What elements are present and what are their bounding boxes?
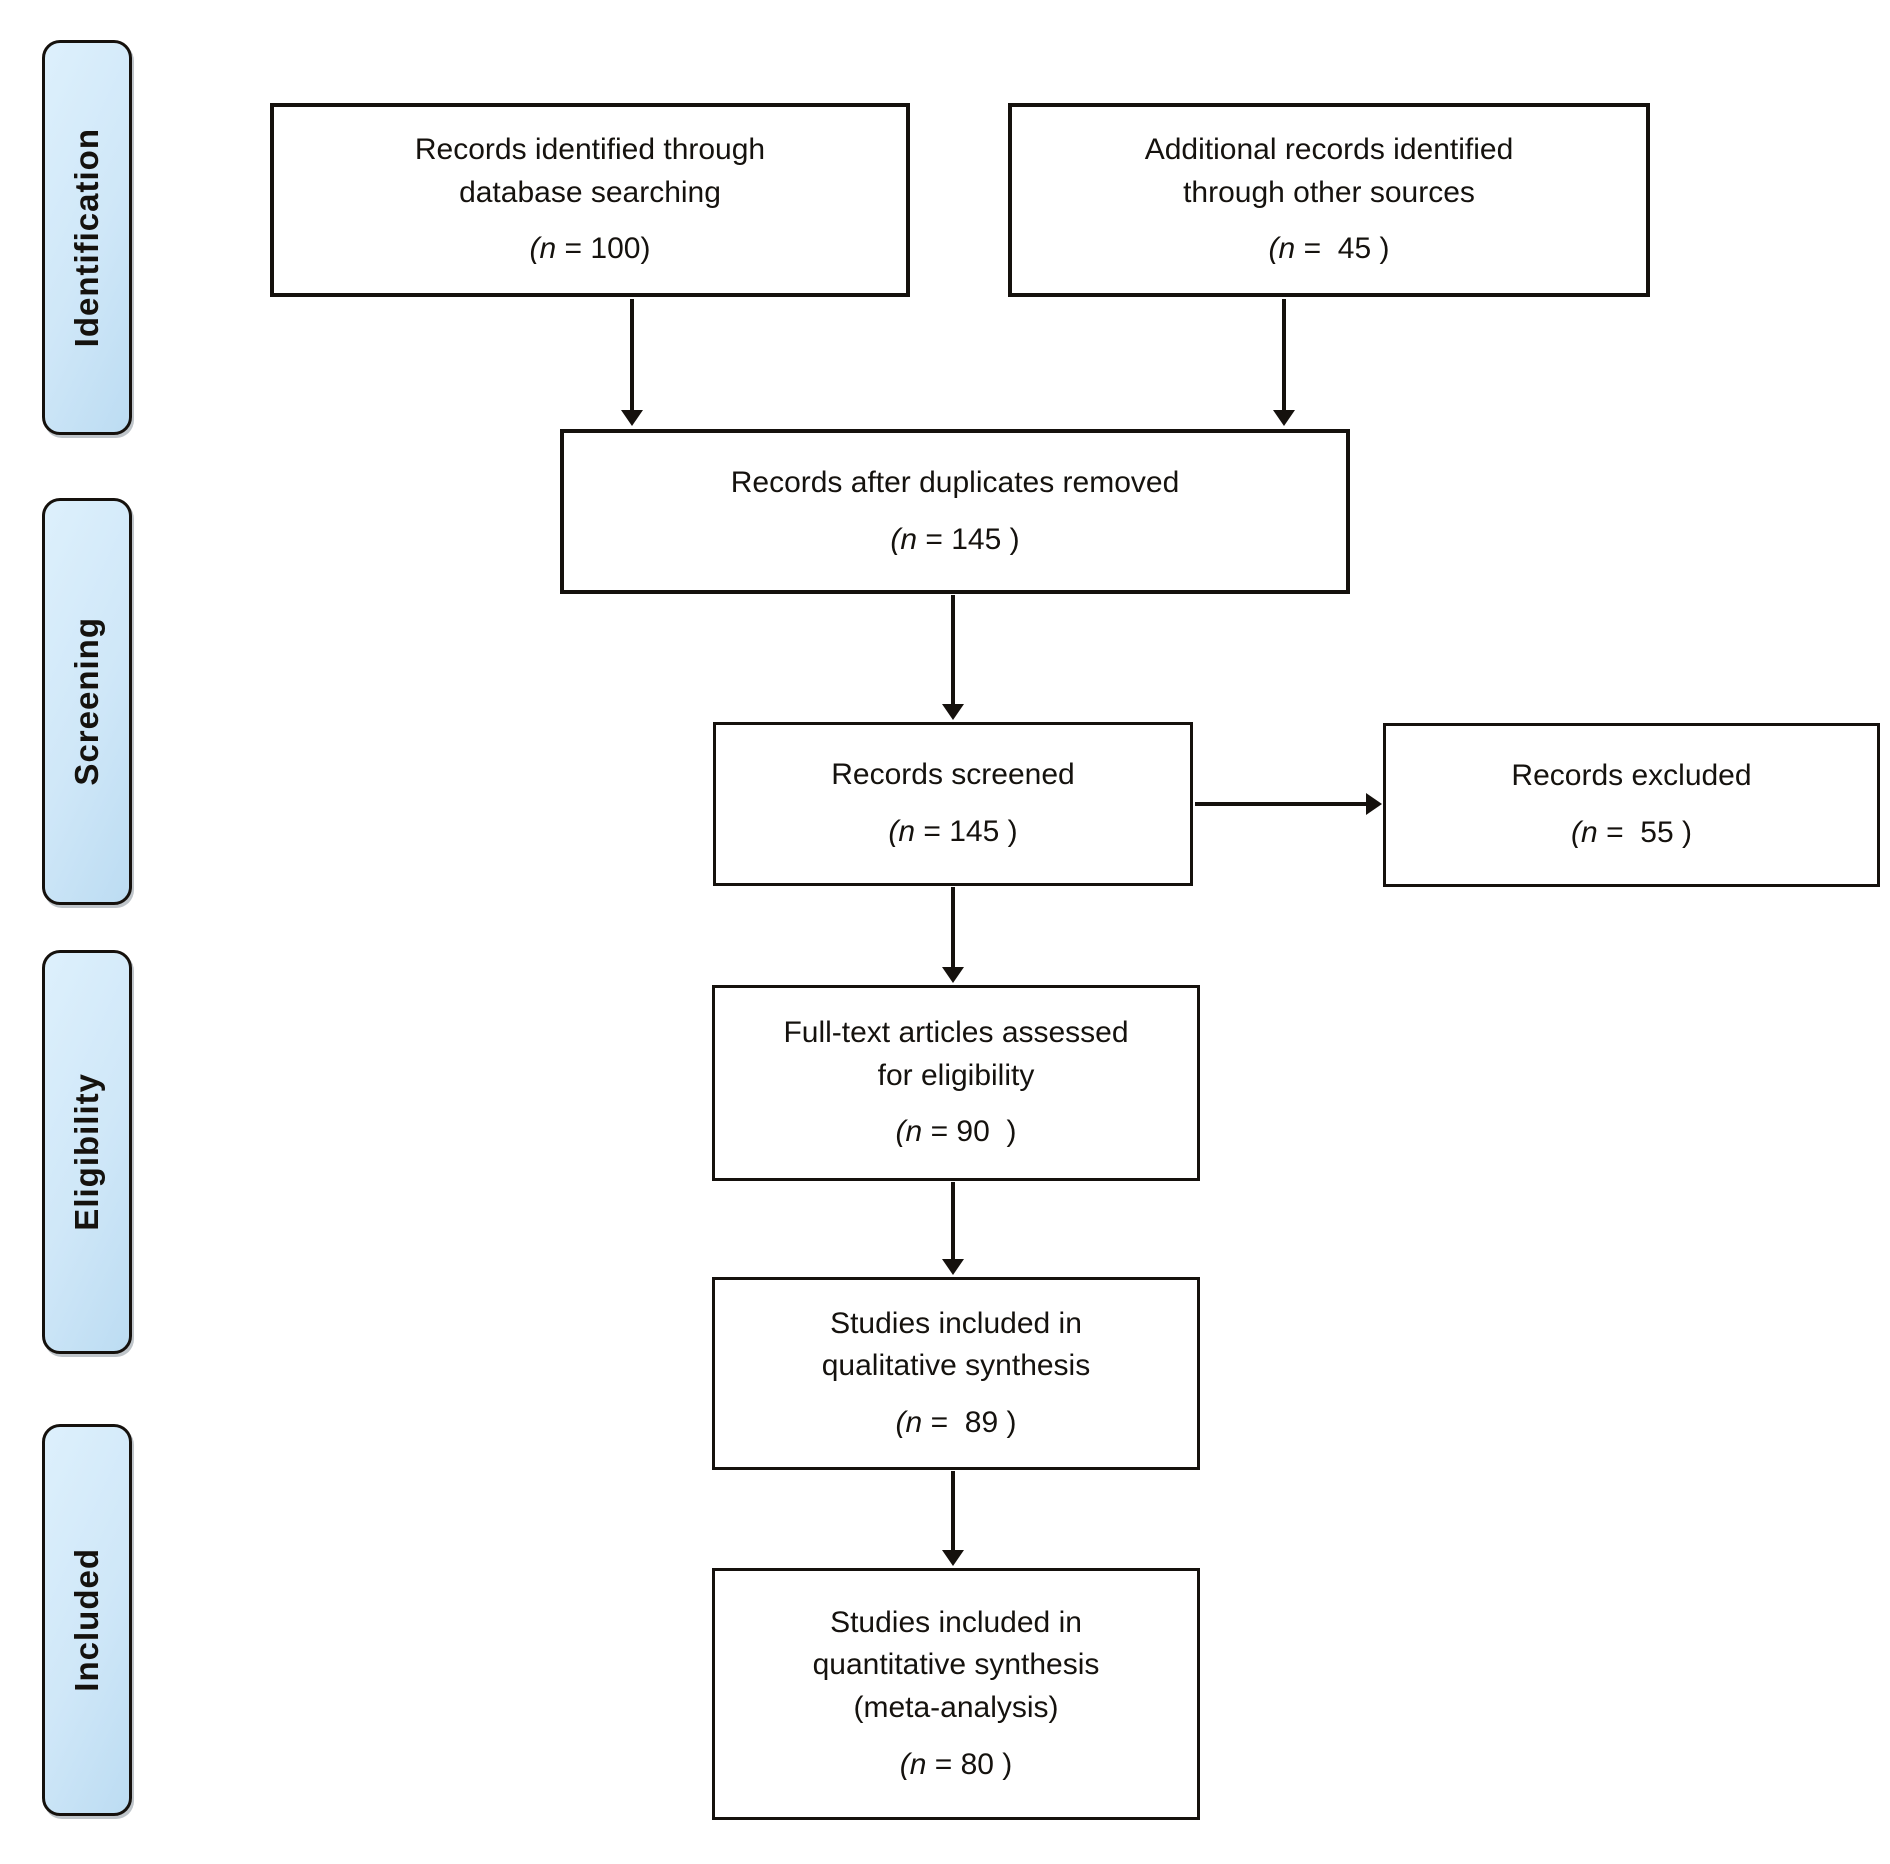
box-records-screened-text: Records screened	[831, 758, 1075, 792]
phase-label-screening: Screening	[42, 498, 132, 905]
box-fulltext-assessed-eligibility-count: (n = 90 )	[895, 1115, 1017, 1149]
box-records-screened-count: (n = 145 )	[888, 815, 1018, 848]
box-included-quantitative-synthesis-text: Studies included in quantitative synthes…	[812, 1605, 1100, 1724]
arrow-screened-to-fulltext	[951, 887, 955, 968]
phase-label-eligibility-text: Eligibility	[68, 1073, 105, 1231]
arrow-database-to-dedup	[630, 299, 634, 411]
arrow-other-sources-to-dedup	[1282, 299, 1286, 411]
box-records-excluded-text: Records excluded	[1511, 759, 1752, 793]
arrow-screened-to-excluded	[1195, 802, 1367, 806]
box-records-after-duplicates-removed-text: Records after duplicates removed	[730, 465, 1180, 499]
box-records-excluded-count: (n = 55 )	[1571, 816, 1692, 849]
box-included-quantitative-synthesis-count: (n = 80 )	[899, 1747, 1013, 1781]
box-records-excluded: Records excluded (n = 55 )	[1383, 723, 1880, 887]
box-included-quantitative-synthesis: Studies included in quantitative synthes…	[712, 1568, 1200, 1820]
phase-label-included-text: Included	[68, 1548, 105, 1692]
phase-label-eligibility: Eligibility	[42, 950, 132, 1354]
phase-label-identification: Identification	[42, 40, 132, 435]
box-records-identified-database-text: Records identified through database sear…	[414, 133, 766, 209]
phase-label-screening-text: Screening	[68, 617, 105, 786]
box-fulltext-assessed-eligibility: Full-text articles assessed for eligibil…	[712, 985, 1200, 1181]
box-records-identified-database: Records identified through database sear…	[270, 103, 910, 297]
phase-label-identification-text: Identification	[68, 127, 105, 348]
box-additional-records-other-sources-text: Additional records identified through ot…	[1144, 133, 1514, 209]
arrow-dedup-to-screened	[951, 595, 955, 705]
phase-label-included: Included	[42, 1424, 132, 1816]
box-included-qualitative-synthesis-text: Studies included in qualitative synthesi…	[821, 1306, 1091, 1383]
box-included-qualitative-synthesis-count: (n = 89 )	[895, 1405, 1017, 1439]
arrow-qualitative-to-quantitative	[951, 1471, 955, 1551]
box-included-qualitative-synthesis: Studies included in qualitative synthesi…	[712, 1277, 1200, 1470]
box-records-after-duplicates-removed: Records after duplicates removed (n = 14…	[560, 429, 1350, 594]
box-additional-records-other-sources-count: (n = 45 )	[1268, 232, 1390, 266]
box-records-screened: Records screened (n = 145 )	[713, 722, 1193, 886]
box-records-identified-database-count: (n = 100)	[529, 232, 651, 266]
box-records-after-duplicates-removed-count: (n = 145 )	[890, 522, 1020, 556]
arrow-fulltext-to-qualitative	[951, 1182, 955, 1260]
box-additional-records-other-sources: Additional records identified through ot…	[1008, 103, 1650, 297]
box-fulltext-assessed-eligibility-text: Full-text articles assessed for eligibil…	[783, 1016, 1129, 1092]
